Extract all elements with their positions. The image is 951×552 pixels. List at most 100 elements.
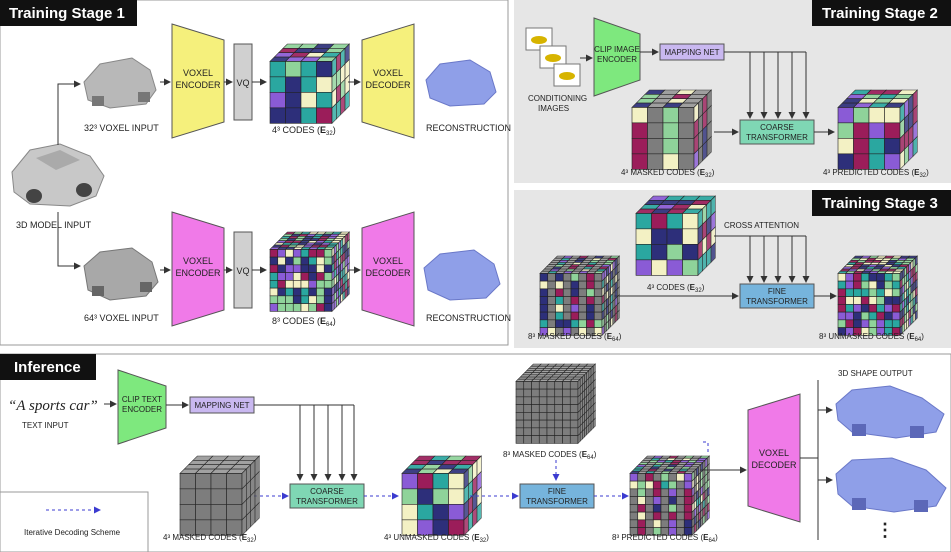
cube-cell <box>868 107 885 124</box>
cube-cell <box>645 511 654 521</box>
cube-cell <box>837 296 847 305</box>
cube-cell <box>652 519 662 528</box>
cube-cell <box>860 311 870 321</box>
cube-cell <box>344 89 350 112</box>
decoder2-label-l2: DECODER <box>365 268 411 278</box>
cube-cell <box>316 287 325 297</box>
cube-cell <box>277 264 286 273</box>
codes8-label: 8³ CODES (E64) <box>272 316 336 328</box>
cube-cell <box>546 381 556 390</box>
cross-arrows-stage3 <box>746 236 810 283</box>
cube-cell <box>300 107 317 124</box>
voxel-car-32 <box>83 57 157 109</box>
cube-cell <box>562 304 572 313</box>
cube-cell <box>637 473 646 482</box>
cube-cell <box>668 511 677 521</box>
cube-cell <box>277 303 286 312</box>
cube-cell <box>292 295 302 304</box>
voxel-decoder-2 <box>361 211 415 327</box>
cube-cell <box>523 381 532 390</box>
cube-cell <box>285 249 294 258</box>
stage3-header <box>812 190 951 216</box>
cube-cell <box>668 504 677 513</box>
cube-cell <box>868 296 878 305</box>
cube-cell <box>910 313 914 326</box>
encoder2-label-l1: VOXEL <box>183 256 213 266</box>
cube-cell <box>682 259 699 276</box>
masked4-cube-inference <box>179 455 261 537</box>
cube-cell <box>860 304 870 313</box>
stage2-title: Training Stage 2 <box>822 5 938 22</box>
cube-cell <box>401 473 418 490</box>
cube-cell <box>547 288 556 297</box>
cube-cell <box>308 264 317 273</box>
predicted-codes-stage2-label: 4³ PREDICTED CODES (E32) <box>823 168 929 179</box>
car-3d-model-image <box>11 143 105 207</box>
cube-cell <box>683 488 693 497</box>
cube-cell <box>401 504 418 521</box>
cube-cell <box>891 280 901 290</box>
cube-cell <box>652 473 662 482</box>
cube-cell <box>637 504 646 513</box>
cube-cell <box>629 488 639 497</box>
cube-cell <box>417 504 434 521</box>
cube-cell <box>876 311 885 321</box>
cube-cell <box>432 473 449 490</box>
cube-cell <box>666 213 683 230</box>
cube-cell <box>562 427 571 436</box>
cube-cell <box>285 264 294 273</box>
mapping-net-inference-label: MAPPING NET <box>194 401 249 410</box>
cube-cell <box>876 280 885 290</box>
coarse-transformer-inference <box>289 483 365 509</box>
cube-cell <box>300 61 317 78</box>
cube-cell <box>323 272 333 281</box>
cube-cell <box>269 92 286 109</box>
cube-cell <box>292 287 302 297</box>
cube-cell <box>515 412 525 421</box>
cube-cell <box>316 249 325 258</box>
cube-cell <box>285 256 294 266</box>
cube-cell <box>448 473 465 490</box>
cube-cell <box>676 488 685 497</box>
cube-cell <box>523 435 532 444</box>
cube-cell <box>316 295 325 304</box>
cube-cell <box>269 295 279 304</box>
masked4-inf-label: 4³ MASKED CODES (E32) <box>163 533 257 544</box>
cube-cell <box>588 421 592 434</box>
cube-cell <box>277 295 286 304</box>
stage2-header <box>812 0 951 26</box>
cube-cell <box>515 427 525 436</box>
cube-cell <box>845 311 854 321</box>
cube-cell <box>706 135 712 158</box>
cube-cell <box>884 280 893 290</box>
cube-cell <box>308 272 317 281</box>
cube-cell <box>645 504 654 513</box>
cube-cell <box>908 316 912 328</box>
cube-cell <box>538 381 548 390</box>
clip-image-label-l2: ENCODER <box>597 55 637 64</box>
unmasked8-stage3-label: 8³ UNMASKED CODES (E64) <box>819 332 924 343</box>
cube-cell <box>668 473 677 482</box>
cube-cell <box>555 273 564 282</box>
masked8-cube-stage3 <box>539 255 621 337</box>
cube-cell <box>668 496 677 505</box>
cube-cell <box>539 311 549 321</box>
cube-cell <box>704 511 708 524</box>
cube-cell <box>652 488 662 497</box>
codes4-stage3-label: 4³ CODES (E32) <box>647 283 705 294</box>
clip-text-encoder <box>117 369 167 445</box>
cube-cell <box>277 287 286 297</box>
cube-cell <box>578 273 587 282</box>
cube-cell <box>569 412 579 421</box>
cube-cell <box>570 273 580 282</box>
cube-cell <box>269 280 279 289</box>
cube-cell <box>539 288 549 297</box>
cube-cell <box>891 288 901 297</box>
cube-cell <box>635 228 652 245</box>
cube-cell <box>539 280 549 290</box>
cube-cell <box>683 504 693 513</box>
cube-cell <box>401 488 418 505</box>
cube-cell <box>660 480 670 490</box>
fine-inf-label-l2: TRANSFORMER <box>526 497 588 506</box>
voxel-encoder-1 <box>171 23 225 139</box>
